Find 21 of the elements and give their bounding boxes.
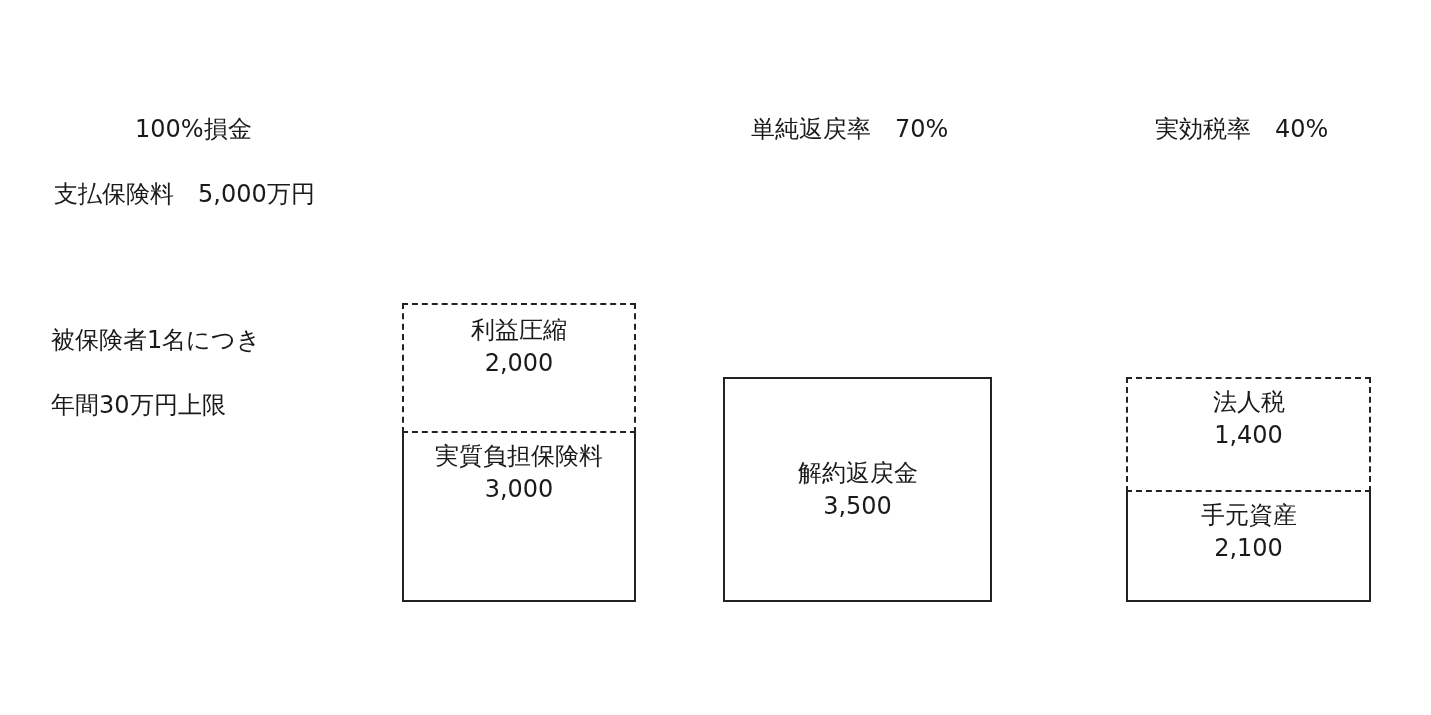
amount-value: 2,000 [484,348,554,379]
block-title: 利益圧縮 [471,315,567,346]
block-title: 実質負担保険料 [435,441,603,472]
tax-rate-label: 実効税率 40% [1155,114,1329,144]
dashed-amount-block [402,303,636,433]
return-rate-label: 単純返戻率 70% [751,114,949,144]
amount-value: 2,100 [1214,533,1283,564]
amount-value: 3,500 [823,490,892,522]
amount-block [1126,492,1371,602]
insured-note: 被保険者1名につき [51,325,262,355]
dashed-amount-block [1126,377,1371,492]
premium-label: 支払保険料 5,000万円 [54,179,315,209]
block-title: 手元資産 [1200,500,1297,531]
block-title: 解約返戻金 [797,457,918,489]
amount-block [723,377,992,602]
deduction-note: 100%損金 [135,114,252,144]
block-title: 法人税 [1212,387,1285,418]
amount-value: 3,000 [484,474,554,505]
limit-note: 年間30万円上限 [51,390,226,420]
amount-block [402,433,636,602]
amount-value: 1,400 [1214,420,1283,451]
